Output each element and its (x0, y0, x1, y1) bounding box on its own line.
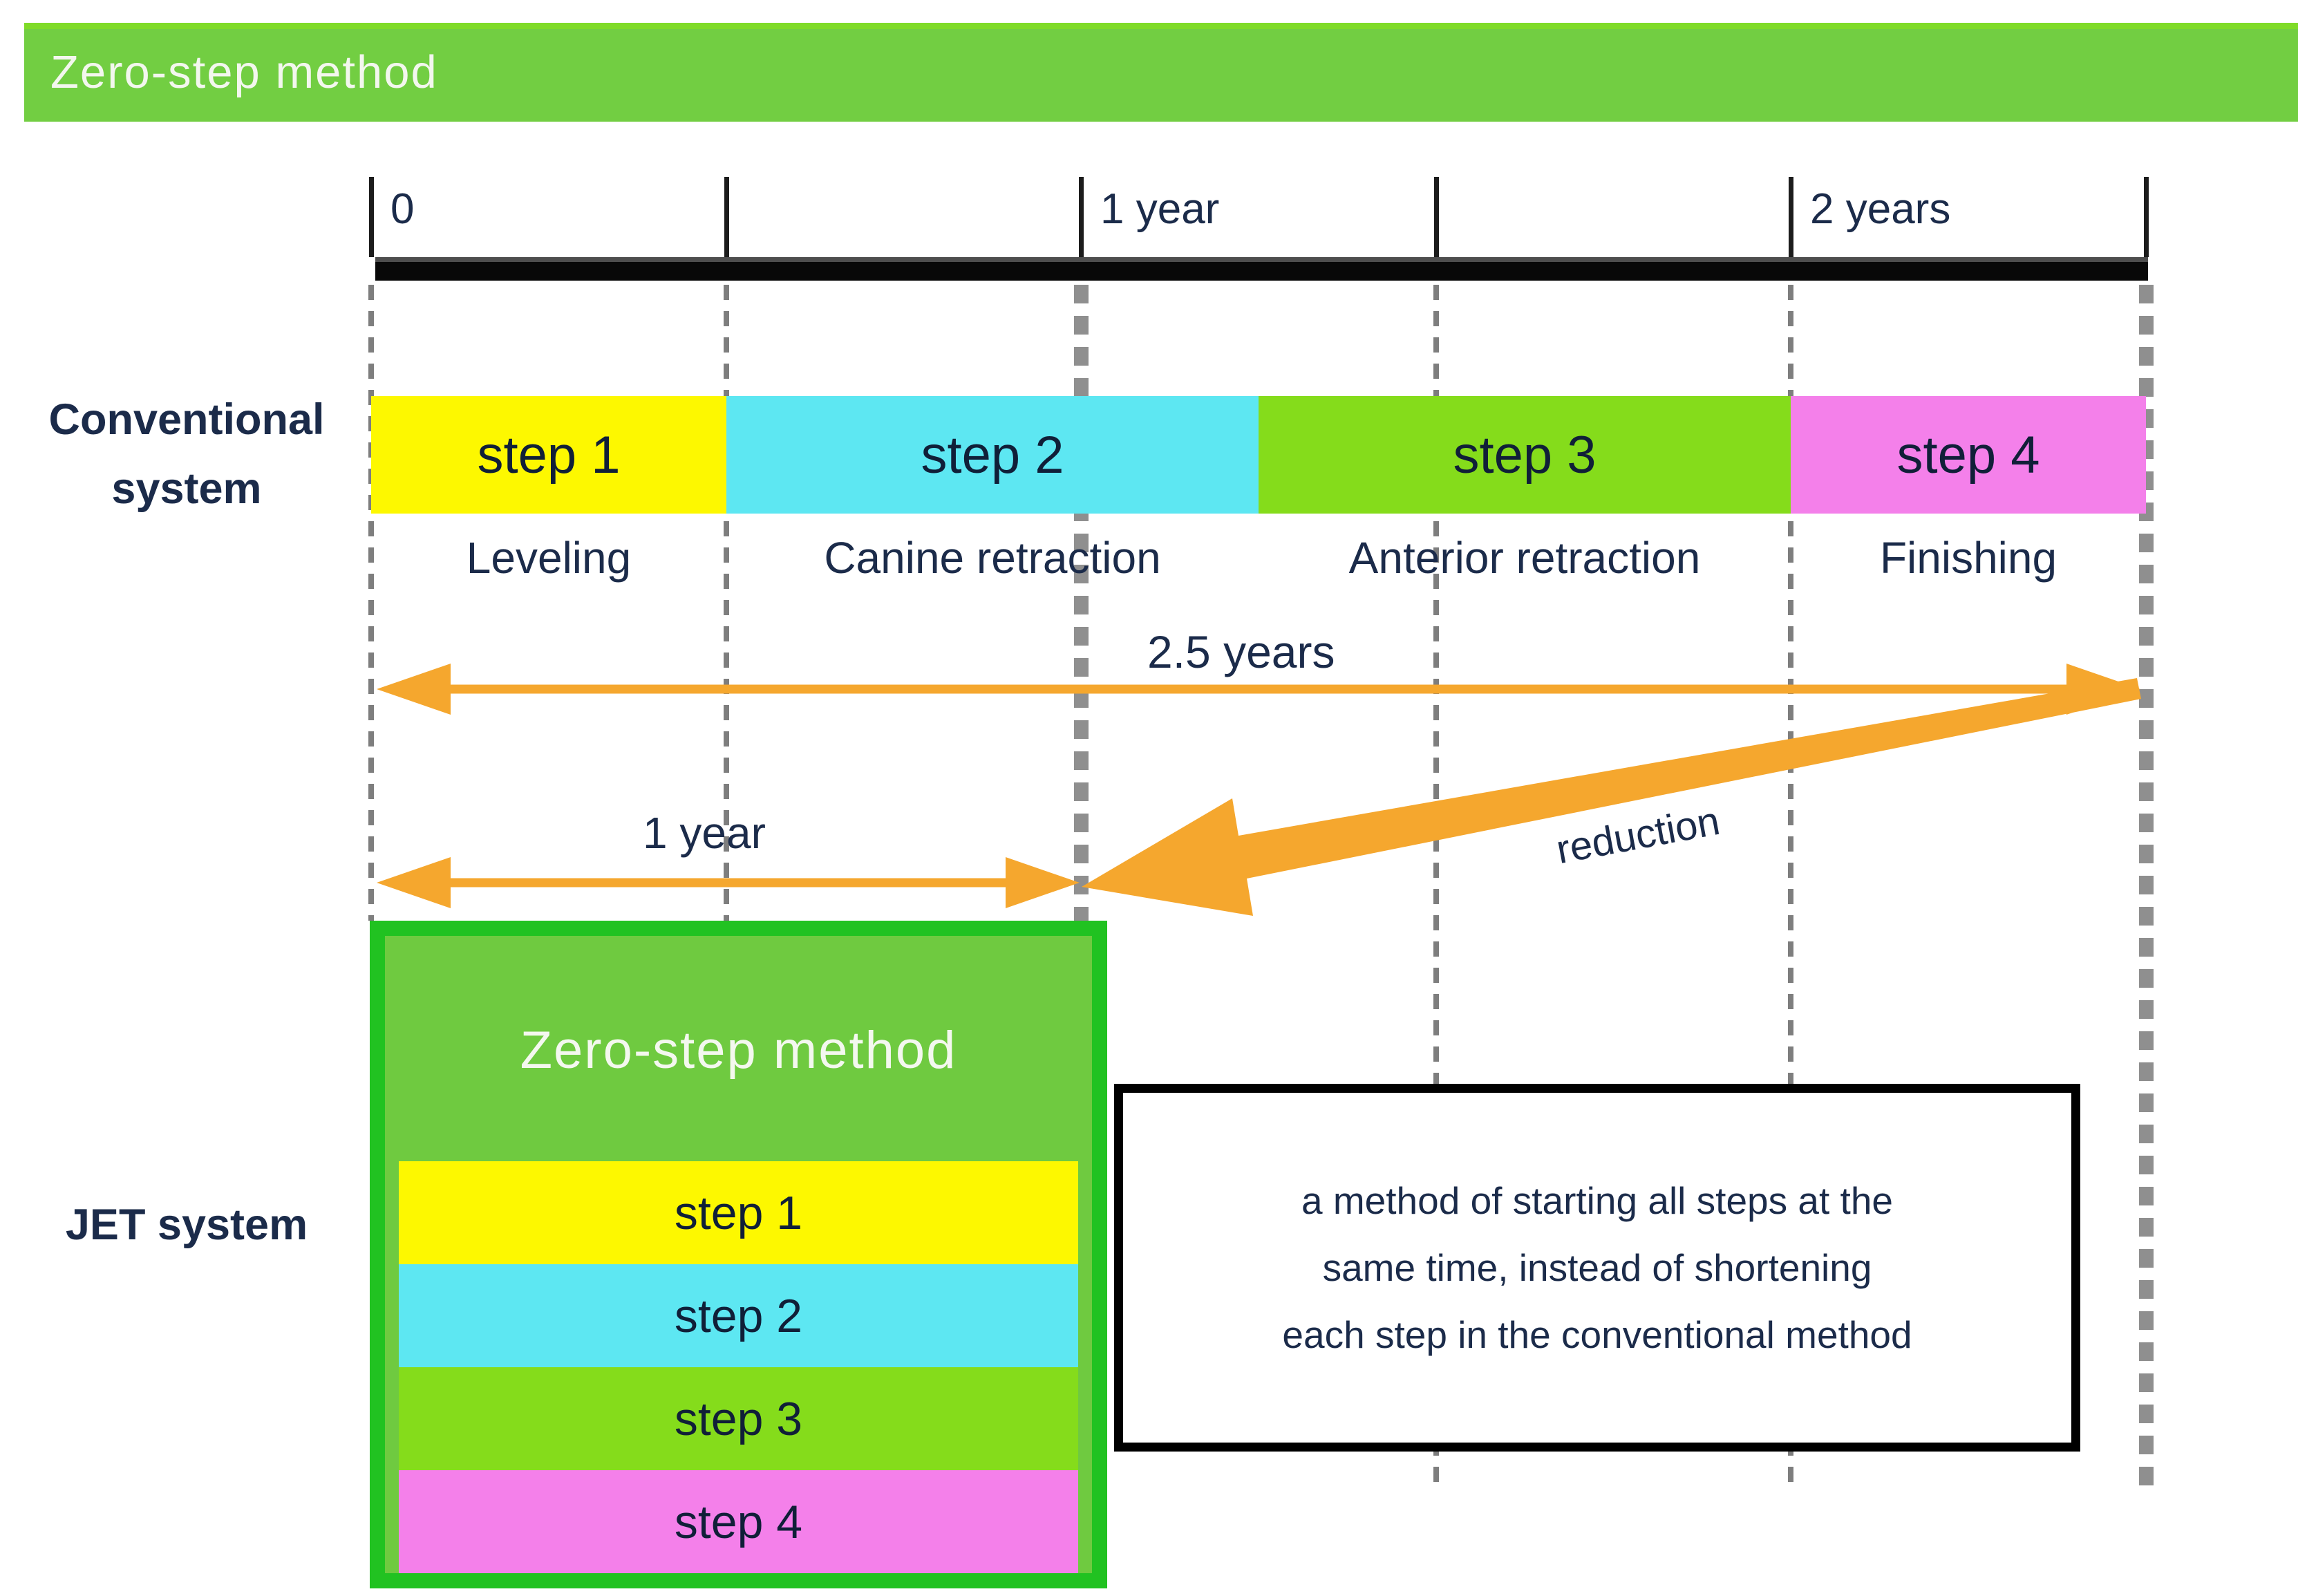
tick-mark (369, 177, 374, 257)
note-line: same time, instead of shortening (1322, 1246, 1872, 1289)
page-title: Zero-step method (50, 46, 438, 98)
title-banner: Zero-step method (24, 23, 2298, 122)
jet-step-row: step 3 (399, 1367, 1078, 1470)
conventional-step-block: step 2 (726, 396, 1259, 514)
conventional-step-sublabel: Anterior retraction (1348, 533, 1701, 583)
conventional-step-block: step 1 (371, 396, 726, 514)
tick-dashed-guide (724, 285, 729, 921)
banner-top-strip (24, 23, 2298, 29)
reduced-duration-label: 1 year (643, 808, 766, 858)
conventional-step-sublabel: Canine retraction (824, 533, 1161, 583)
total-duration-label: 2.5 years (1147, 626, 1335, 677)
tick-mark (1789, 177, 1793, 257)
conventional-step-block: step 3 (1259, 396, 1791, 514)
tick-dashed-guide (2139, 285, 2154, 1486)
tick-label: 2 years (1810, 185, 1951, 233)
conventional-system-label: Conventional system (0, 385, 373, 523)
conventional-system-label-line: system (111, 464, 262, 513)
jet-step-row: step 4 (399, 1470, 1078, 1573)
tick-mark (1434, 177, 1439, 257)
reduction-arrow (1082, 678, 2141, 916)
conventional-step-sublabel: Finishing (1879, 533, 2057, 583)
jet-box-title: Zero-step method (520, 1020, 957, 1080)
tick-mark (724, 177, 729, 257)
note-box: a method of starting all steps at the sa… (1114, 1084, 2080, 1452)
jet-system-label: JET system (65, 1201, 308, 1249)
conventional-step-block: step 4 (1791, 396, 2146, 514)
tick-label: 0 (390, 185, 415, 233)
conventional-system-label-line: Conventional (48, 395, 325, 444)
jet-step-row: step 2 (399, 1264, 1078, 1367)
timeline-bar (375, 257, 2148, 281)
note-line: a method of starting all steps at the (1301, 1179, 1894, 1222)
tick-mark (1079, 177, 1084, 257)
conventional-step-sublabel: Leveling (466, 533, 632, 583)
tick-mark (2144, 177, 2149, 257)
tick-dashed-guide (368, 285, 374, 921)
jet-step-row: step 1 (399, 1161, 1078, 1264)
tick-dashed-guide (1074, 285, 1089, 921)
reduction-label: reduction (1552, 798, 1724, 873)
note-line: each step in the conventional method (1282, 1313, 1912, 1356)
tick-label: 1 year (1100, 185, 1220, 233)
